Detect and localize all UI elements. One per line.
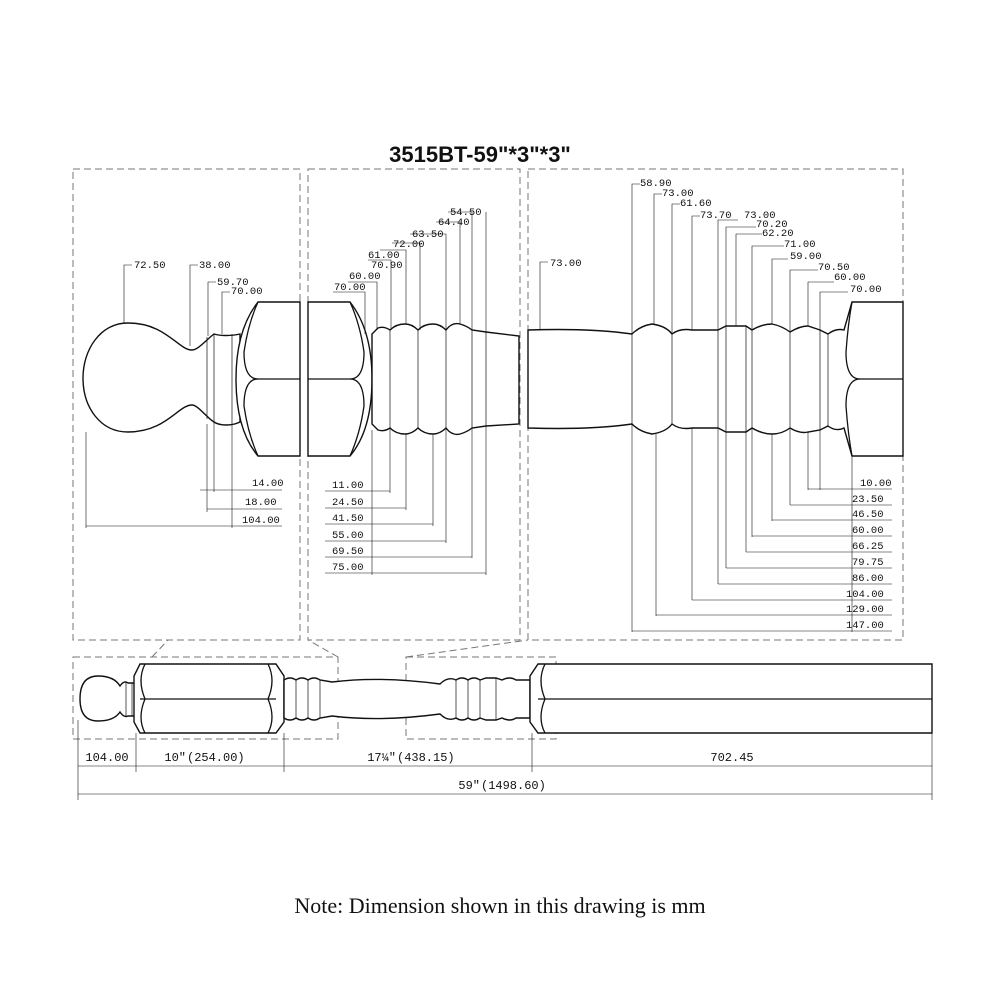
- dim-right-d12: 70.00: [850, 284, 882, 296]
- dim-right-d3: 61.60: [680, 198, 712, 210]
- detail-right-turning: [527, 301, 904, 457]
- detail-right-dimensions: 73.00 58.90 73.00 61.60 73.70 73.00 70.2…: [539, 178, 892, 632]
- dim-mid-d6: 63.50: [412, 229, 444, 241]
- dim-mid-d1: 70.00: [334, 282, 366, 294]
- dim-right-l9: 129.00: [846, 604, 884, 616]
- dim-mid-d3: 61.00: [368, 250, 400, 262]
- dim-right-l1: 10.00: [860, 478, 892, 490]
- dim-right-d6: 70.20: [756, 219, 788, 231]
- dim-right-d5: 73.00: [744, 210, 776, 222]
- dim-left-d3: 59.70: [217, 277, 249, 289]
- dim-mid-l2: 24.50: [332, 497, 364, 509]
- detail-middle-rings: [307, 301, 520, 457]
- dim-mid-l4: 55.00: [332, 530, 364, 542]
- dim-mid-d5: 72.00: [393, 239, 425, 251]
- dim-overall-seg2-in: 10": [164, 751, 186, 765]
- dim-overall-seg3-mm: (438.15): [397, 751, 455, 765]
- dim-right-l3: 46.50: [852, 509, 884, 521]
- full-view-baluster: [72, 639, 933, 740]
- dim-overall-seg2-mm: (254.00): [187, 751, 245, 765]
- dim-right-d9: 59.00: [790, 251, 822, 263]
- dim-right-l4: 60.00: [852, 525, 884, 537]
- dim-mid-d7: 64.40: [438, 217, 470, 229]
- dim-right-l2: 23.50: [852, 494, 884, 506]
- dim-right-d10: 70.50: [818, 262, 850, 274]
- dim-overall-total-in: 59": [458, 779, 480, 793]
- dim-left-d4: 70.00: [231, 286, 263, 298]
- dim-right-d7: 62.20: [762, 228, 794, 240]
- dim-mid-l3: 41.50: [332, 513, 364, 525]
- dim-left-l1: 14.00: [252, 478, 284, 490]
- dim-right-l5: 66.25: [852, 541, 884, 553]
- dim-left-d1: 72.50: [134, 260, 166, 272]
- dim-mid-d8: 54.50: [450, 207, 482, 219]
- dim-mid-l1: 11.00: [332, 480, 364, 492]
- dim-mid-l6: 75.00: [332, 562, 364, 574]
- dim-right-l10: 147.00: [846, 620, 884, 632]
- detail-middle-dimensions: 70.00 60.00 61.00 70.90 72.00 63.50 64.4…: [325, 207, 487, 575]
- units-note: Note: Dimension shown in this drawing is…: [294, 893, 705, 918]
- dim-mid-l5: 69.50: [332, 546, 364, 558]
- detail-left-dimensions: 72.50 38.00 59.70 70.00 14.00 18.00 104.…: [85, 260, 284, 528]
- drawing-title: 3515BT-59"*3"*3": [389, 142, 571, 167]
- dim-right-d2: 73.00: [662, 188, 694, 200]
- dim-right-l6: 79.75: [852, 557, 884, 569]
- dim-right-d11: 60.00: [834, 272, 866, 284]
- dim-overall-total-mm: (1498.60): [481, 779, 546, 793]
- detail-frame-middle: [307, 168, 521, 641]
- dim-mid-d4: 70.90: [371, 260, 403, 272]
- dim-right-top: 73.00: [550, 258, 582, 270]
- dim-right-d1: 58.90: [640, 178, 672, 190]
- dim-overall-seg3-in: 17¼": [367, 751, 396, 765]
- dim-left-d2: 38.00: [199, 260, 231, 272]
- dim-right-l7: 86.00: [852, 573, 884, 585]
- dim-left-l3: 104.00: [242, 515, 280, 527]
- dim-mid-d2: 60.00: [349, 271, 381, 283]
- dim-right-d8: 71.00: [784, 239, 816, 251]
- dim-right-d4: 73.70: [700, 210, 732, 222]
- overall-dimensions: 104.00 10" (254.00) 17¼" (438.15) 702.45…: [77, 720, 933, 800]
- dim-overall-seg1: 104.00: [85, 751, 128, 765]
- dim-overall-seg4: 702.45: [710, 751, 753, 765]
- dim-left-l2: 18.00: [245, 497, 277, 509]
- detail-left-finial: [82, 301, 301, 457]
- dim-right-l8: 104.00: [846, 589, 884, 601]
